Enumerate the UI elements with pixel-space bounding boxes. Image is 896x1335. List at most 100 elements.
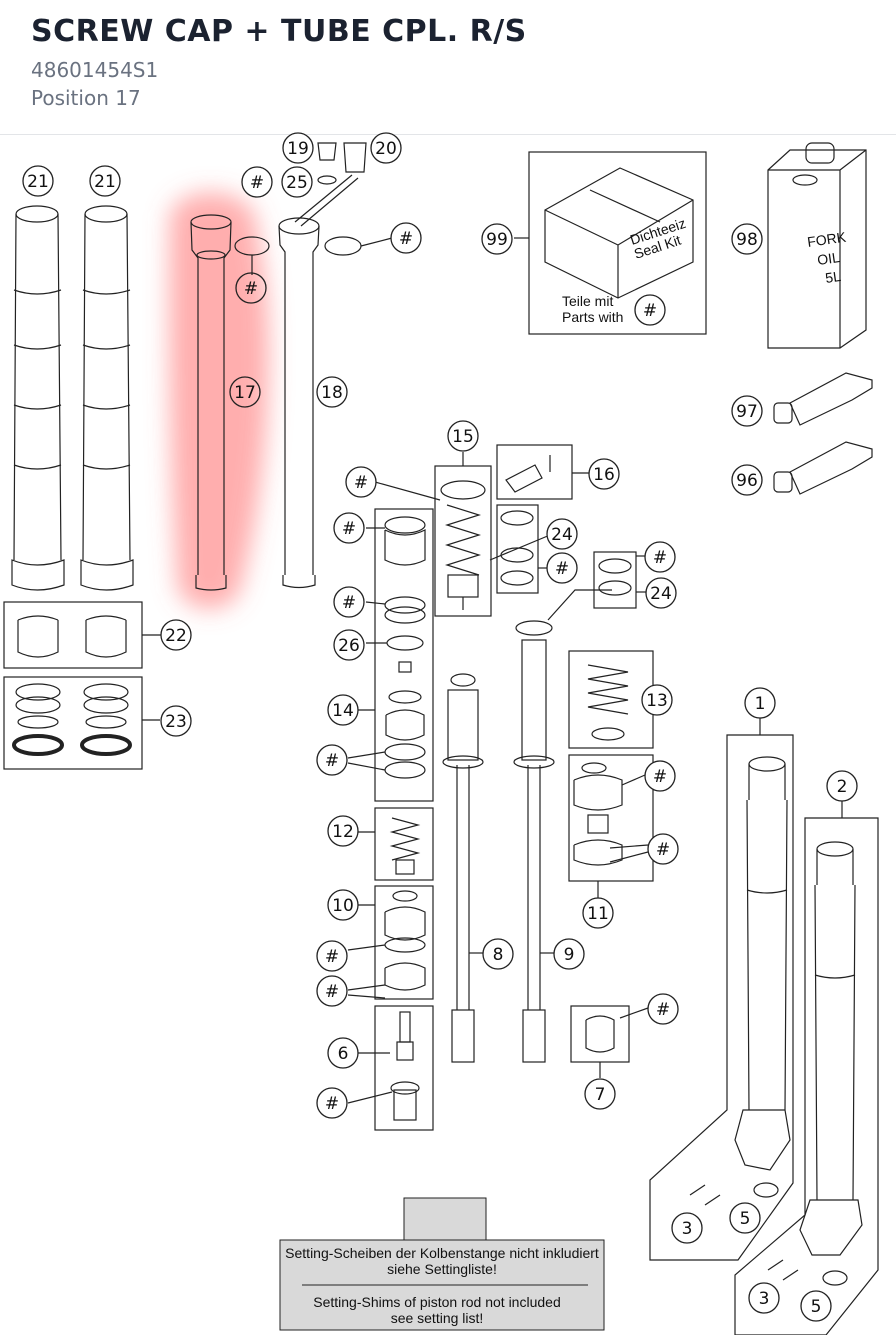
- bushing-22a[interactable]: [17, 615, 59, 658]
- callout-seal-marker[interactable]: #: [546, 552, 578, 584]
- callout-25[interactable]: 25: [281, 166, 313, 198]
- callout-circle: [390, 222, 422, 254]
- callout-3[interactable]: 3: [748, 1282, 780, 1314]
- callout-14[interactable]: 14: [327, 694, 359, 726]
- callout-8[interactable]: 8: [482, 938, 514, 970]
- bushing-22b[interactable]: [85, 615, 127, 658]
- callout-label: #: [325, 947, 339, 967]
- callout-circle: [744, 687, 776, 719]
- screw-cap-tube-17[interactable]: [190, 214, 232, 591]
- piston-rod-9[interactable]: [513, 620, 555, 1063]
- callout-seal-marker[interactable]: #: [316, 744, 348, 776]
- callout-26[interactable]: 26: [333, 629, 365, 661]
- plug-19[interactable]: [317, 142, 337, 161]
- callout-seal-marker[interactable]: #: [390, 222, 422, 254]
- callout-21[interactable]: 21: [89, 165, 121, 197]
- outer-tube-21a[interactable]: [11, 205, 65, 591]
- grease-tube-96[interactable]: [773, 441, 873, 495]
- o-ring-18[interactable]: [324, 236, 362, 256]
- cartridge-7[interactable]: [585, 1015, 615, 1053]
- callout-22[interactable]: 22: [160, 619, 192, 651]
- screws-3b[interactable]: [767, 1259, 799, 1281]
- callout-19[interactable]: 19: [282, 132, 314, 164]
- callout-9[interactable]: 9: [553, 938, 585, 970]
- tube-18[interactable]: [278, 174, 359, 589]
- callout-2[interactable]: 2: [826, 770, 858, 802]
- callout-circle: [160, 619, 192, 651]
- callout-96[interactable]: 96: [731, 464, 763, 496]
- callout-98[interactable]: 98: [731, 223, 763, 255]
- callout-1[interactable]: 1: [744, 687, 776, 719]
- note-de-line2: siehe Settingliste!: [387, 1261, 497, 1277]
- nut-5b[interactable]: [822, 1270, 848, 1286]
- callout-circle: [748, 1282, 780, 1314]
- callout-5[interactable]: 5: [729, 1202, 761, 1234]
- callout-5[interactable]: 5: [800, 1290, 832, 1322]
- callout-label: #: [653, 767, 667, 787]
- callout-seal-marker[interactable]: #: [333, 586, 365, 618]
- screw-20[interactable]: [343, 142, 367, 173]
- piston-rod-8[interactable]: [442, 673, 484, 1063]
- callout-7[interactable]: 7: [584, 1078, 616, 1110]
- callout-circle: [316, 940, 348, 972]
- callout-99[interactable]: 99: [481, 223, 513, 255]
- callout-seal-marker[interactable]: #: [235, 272, 267, 304]
- callout-16[interactable]: 16: [588, 458, 620, 490]
- fork-leg-1[interactable]: [734, 756, 791, 1171]
- callout-seal-marker[interactable]: #: [316, 940, 348, 972]
- callout-label: 16: [593, 465, 615, 485]
- callout-21[interactable]: 21: [22, 165, 54, 197]
- callout-17[interactable]: 17: [229, 376, 261, 408]
- seal-set-23b[interactable]: [80, 683, 132, 756]
- callout-label: 98: [736, 230, 758, 250]
- callout-circle: [327, 694, 359, 726]
- callout-97[interactable]: 97: [731, 395, 763, 427]
- seal-kit-marker-circle[interactable]: [634, 294, 666, 326]
- callout-seal-marker[interactable]: #: [647, 993, 679, 1025]
- callout-seal-marker[interactable]: #: [241, 166, 273, 198]
- callout-11[interactable]: 11: [582, 897, 614, 929]
- valve-stack-14[interactable]: [384, 516, 426, 779]
- note-en-line1: Setting-Shims of piston rod not included: [313, 1294, 560, 1310]
- callout-seal-marker[interactable]: #: [316, 975, 348, 1007]
- seal-set-23a[interactable]: [12, 683, 64, 756]
- washer-25[interactable]: [317, 175, 337, 185]
- base-valve-10[interactable]: [384, 890, 426, 991]
- page-title: SCREW CAP + TUBE CPL. R/S: [31, 14, 527, 49]
- spring-assembly-15[interactable]: [440, 480, 486, 610]
- screws-3a[interactable]: [689, 1184, 721, 1206]
- oil-can-98[interactable]: [767, 142, 867, 349]
- callout-seal-marker[interactable]: #: [316, 1087, 348, 1119]
- spring-13[interactable]: [587, 664, 629, 715]
- callout-15[interactable]: 15: [447, 420, 479, 452]
- callout-20[interactable]: 20: [370, 132, 402, 164]
- callout-23[interactable]: 23: [160, 705, 192, 737]
- fork-leg-2[interactable]: [799, 841, 863, 1256]
- callout-24[interactable]: 24: [546, 518, 578, 550]
- callout-seal-marker[interactable]: #: [345, 466, 377, 498]
- adjuster-6[interactable]: [390, 1011, 420, 1121]
- callout-seal-marker[interactable]: #: [644, 541, 676, 573]
- callout-label: 11: [587, 904, 609, 924]
- callout-12[interactable]: 12: [327, 815, 359, 847]
- spring-12[interactable]: [389, 817, 421, 861]
- outer-tube-21b[interactable]: [80, 205, 134, 591]
- grease-tube-97[interactable]: [773, 372, 873, 426]
- callout-label: #: [354, 473, 368, 493]
- clamp-16[interactable]: [505, 464, 543, 493]
- callout-label: 1: [755, 694, 766, 714]
- compression-valve-11[interactable]: [573, 762, 623, 866]
- nut-5a[interactable]: [753, 1182, 779, 1198]
- callout-circle: [671, 1212, 703, 1244]
- callout-label: 17: [234, 383, 256, 403]
- callout-24[interactable]: 24: [645, 577, 677, 609]
- callout-3[interactable]: 3: [671, 1212, 703, 1244]
- seal-kit-box-99[interactable]: [528, 151, 707, 335]
- callout-seal-marker[interactable]: #: [644, 760, 676, 792]
- callout-6[interactable]: 6: [327, 1037, 359, 1069]
- callout-seal-marker[interactable]: #: [333, 512, 365, 544]
- callout-10[interactable]: 10: [327, 889, 359, 921]
- callout-13[interactable]: 13: [641, 684, 673, 716]
- callout-18[interactable]: 18: [316, 376, 348, 408]
- callout-seal-marker[interactable]: #: [647, 833, 679, 865]
